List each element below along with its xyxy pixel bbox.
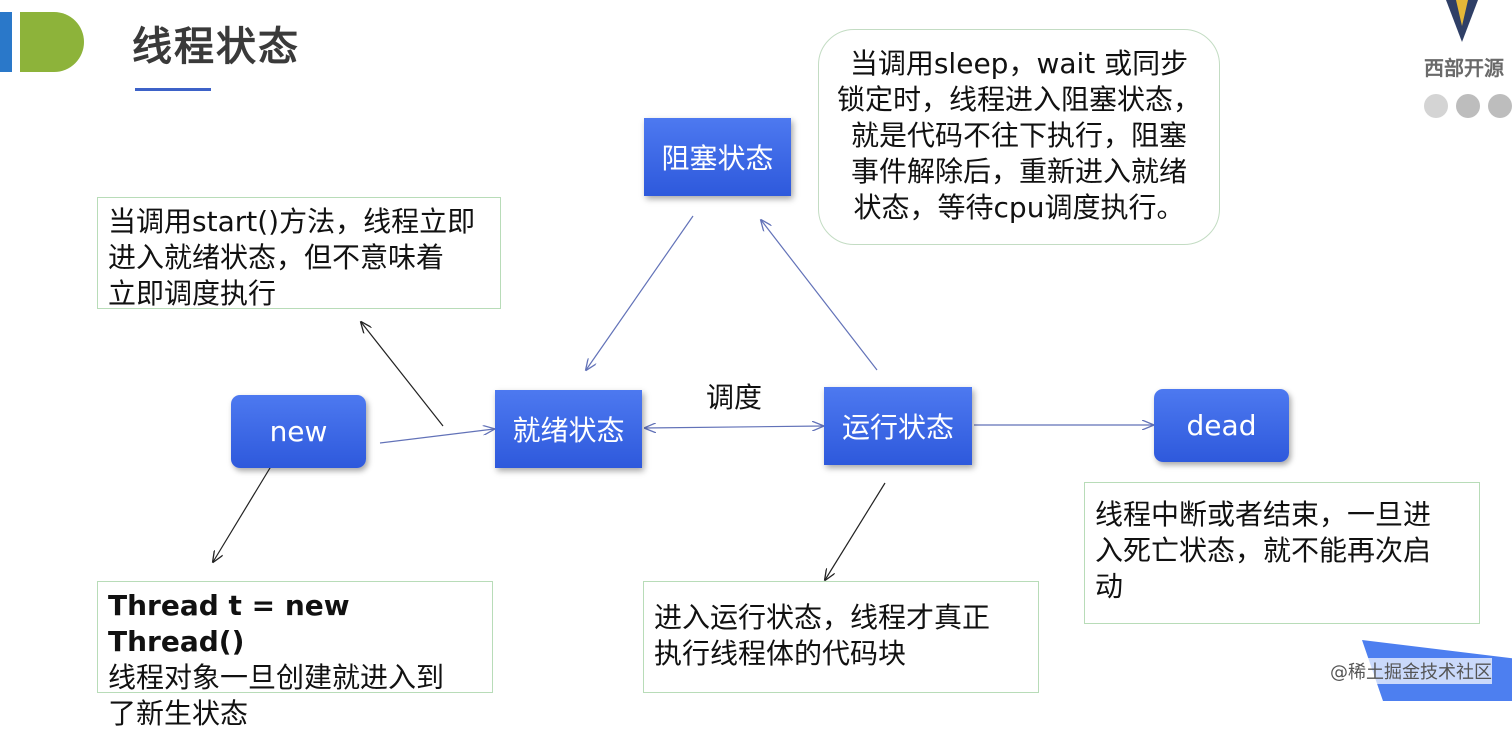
note-running: 进入运行状态，线程才真正 执行线程体的代码块 [643,581,1039,693]
state-ready: 就绪状态 [495,390,642,468]
state-blocked: 阻塞状态 [644,118,791,196]
arrows-layer [0,215,1512,701]
nav-dot-1[interactable] [1424,94,1448,118]
arrow-to-start-note [361,322,444,427]
note-dead-line-1: 线程中断或者结束，一旦进 [1095,498,1432,531]
nav-dot-2[interactable] [1456,94,1480,118]
page-title: 线程状态 [132,24,300,70]
brand-logo-accent [1456,0,1468,26]
nav-dot-3[interactable] [1488,94,1512,118]
note-blocked: 当调用sleep，wait 或同步 锁定时，线程进入阻塞状态， 就是代码不往下执… [818,29,1220,245]
note-dead: 线程中断或者结束，一旦进 入死亡状态，就不能再次启 动 [1084,482,1480,624]
note-dead-line-2: 入死亡状态，就不能再次启 [1095,534,1432,567]
logo-green-shape [20,12,84,72]
note-blocked-line-5: 状态，等待cpu调度执行。 [853,191,1185,224]
note-new-line-1: 线程对象一旦创建就进入到 [108,661,445,694]
arrow-running-to-note [825,482,886,580]
state-dead: dead [1154,389,1289,462]
note-blocked-line-2: 锁定时，线程进入阻塞状态， [836,83,1201,116]
note-running-line-1: 进入运行状态，线程才真正 [654,601,991,634]
note-blocked-line-3: 就是代码不往下执行，阻塞 [850,119,1187,152]
arrow-new-to-ready [379,429,494,444]
state-running: 运行状态 [824,387,972,465]
note-blocked-line-1: 当调用sleep，wait 或同步 [849,47,1189,80]
note-start-line-2: 进入就绪状态，但不意味着 [108,241,445,274]
note-dead-line-3: 动 [1095,570,1124,603]
watermark: @稀土掘金技术社区 [1330,658,1492,684]
arrow-ready-running [645,426,823,428]
note-blocked-line-4: 事件解除后，重新进入就绪 [850,155,1187,188]
note-new-line-2: 了新生状态 [108,697,249,730]
note-start-line-1: 当调用start()方法，线程立即 [108,205,476,238]
state-new: new [231,395,366,468]
note-start-line-3: 立即调度执行 [108,277,277,310]
arrow-blocked-to-ready [586,215,694,370]
schedule-label: 调度 [706,381,763,414]
note-start: 当调用start()方法，线程立即 进入就绪状态，但不意味着 立即调度执行 [97,197,501,310]
logo-blue-bar [0,12,12,72]
title-underline [135,88,211,91]
brand-name: 西部开源 [1424,56,1504,80]
arrow-new-to-note [213,462,274,562]
note-running-line-2: 执行线程体的代码块 [654,637,907,670]
note-new-code: Thread t = new Thread() [108,589,350,658]
note-new: Thread t = new Thread() 线程对象一旦创建就进入到 了新生… [97,581,493,730]
arrow-running-to-blocked [761,220,878,371]
